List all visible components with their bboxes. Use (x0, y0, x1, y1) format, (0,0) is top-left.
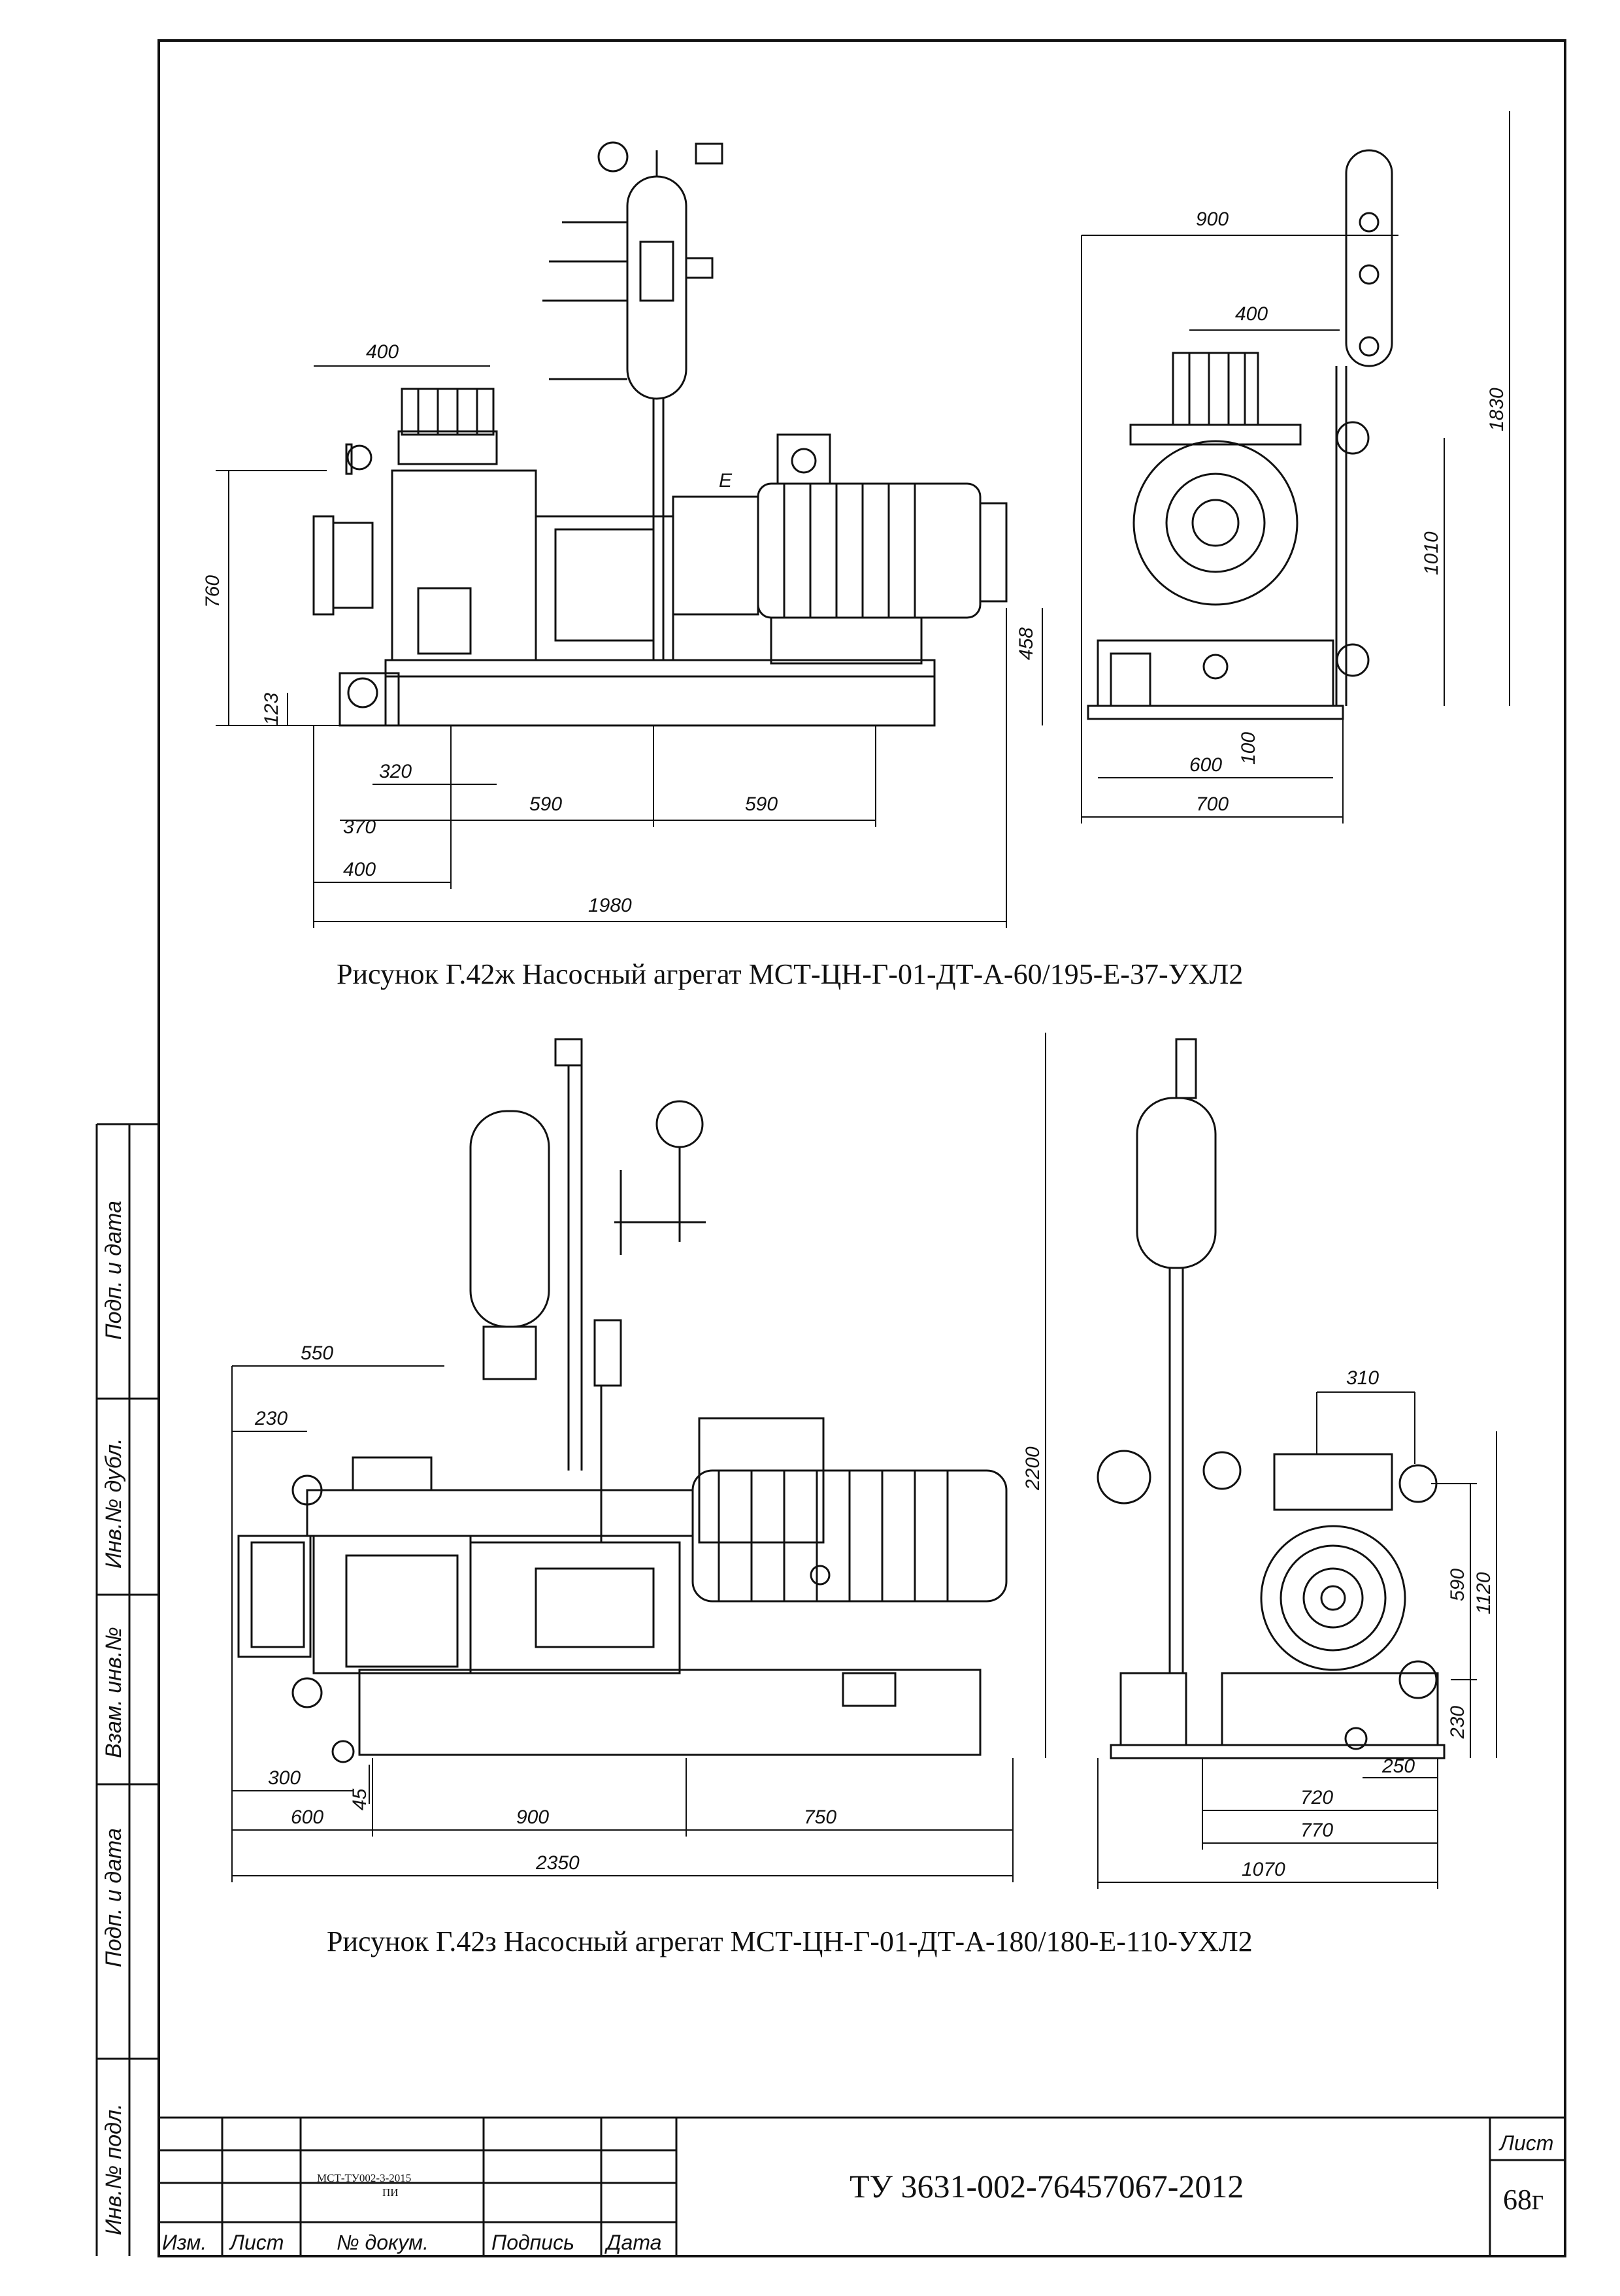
col-signature: Подпись (491, 2231, 574, 2254)
dim-45: 45 (349, 1788, 371, 1810)
dim-550: 550 (301, 1342, 333, 1364)
strip-label-dup-inv: Инв.№ дубл. (101, 1438, 126, 1569)
figure-2-side-view (1097, 1038, 1446, 1759)
strip-label-orig-inv: Инв.№ подл. (101, 2103, 126, 2235)
dim-123: 123 (261, 693, 282, 725)
figure-1-side-dimensions (1081, 111, 1510, 824)
dim-400-top: 400 (366, 341, 399, 363)
sheet-number: 68г (1503, 2184, 1544, 2216)
dim-770: 770 (1300, 1820, 1333, 1841)
col-izm: Изм. (162, 2231, 207, 2254)
col-date: Дата (604, 2231, 661, 2254)
figure-2-front-dimensions (231, 1033, 1046, 1882)
doc-ref-line2: ПИ (382, 2186, 399, 2199)
dim-230: 230 (254, 1408, 288, 1429)
dim-760: 760 (202, 575, 223, 608)
col-doc-no: № докум. (337, 2231, 429, 2254)
dim-1980: 1980 (588, 895, 632, 916)
figure-1-side-dimension-labels: 900 400 1830 1010 600 100 700 (1189, 208, 1508, 815)
dim-310: 310 (1346, 1367, 1379, 1389)
dim-590-side: 590 (1447, 1569, 1468, 1601)
dim-1830: 1830 (1486, 388, 1508, 431)
figure-1-caption: Рисунок Г.42ж Насосный агрегат МСТ-ЦН-Г-… (337, 958, 1243, 990)
dim-900: 900 (1196, 208, 1229, 230)
dim-1120: 1120 (1473, 1572, 1495, 1614)
dim-600-front2: 600 (291, 1806, 323, 1828)
dim-900-front2: 900 (516, 1806, 549, 1828)
dim-300: 300 (268, 1767, 301, 1789)
strip-label-sign-date-1: Подп. и дата (101, 1201, 126, 1340)
figure-1-front-dimensions (216, 365, 1043, 928)
dim-2200: 2200 (1022, 1446, 1044, 1491)
dim-250: 250 (1381, 1755, 1415, 1777)
side-strip: Подп. и дата Инв.№ дубл. Взам. инв.№ Под… (95, 1123, 159, 2256)
dim-320: 320 (379, 761, 412, 782)
dim-2350: 2350 (535, 1852, 580, 1874)
col-list: Лист (229, 2231, 284, 2254)
figure-1-side-view (1087, 149, 1393, 720)
strip-label-replace-inv: Взам. инв.№ (101, 1627, 126, 1758)
dim-1070: 1070 (1242, 1859, 1285, 1880)
dim-400-side: 400 (1235, 303, 1268, 325)
dim-400-bottom: 400 (343, 859, 376, 880)
dim-720: 720 (1300, 1787, 1333, 1808)
dim-600: 600 (1189, 754, 1222, 776)
dim-370: 370 (343, 816, 376, 838)
figure-2-front-view (237, 1038, 1008, 1763)
dim-100: 100 (1238, 732, 1259, 765)
sheet-frame (157, 39, 1566, 2257)
figure-2-side-dimension-labels: 310 590 1120 230 250 720 770 1070 (1242, 1367, 1495, 1880)
dim-750: 750 (804, 1806, 836, 1828)
dim-458: 458 (1016, 627, 1037, 660)
label-E: E (719, 470, 733, 491)
figure-2-side-dimensions (1097, 1391, 1497, 1889)
dim-590-left: 590 (529, 793, 562, 815)
figure-2-front-dimension-labels: 550 230 300 45 600 900 750 2350 2200 (254, 1342, 1044, 1874)
dim-230-side: 230 (1447, 1706, 1468, 1739)
strip-label-sign-date-2: Подп. и дата (101, 1828, 126, 1967)
figure-1-front-dimension-labels: 400 760 123 320 370 400 590 590 1980 458… (202, 341, 1037, 916)
dim-700: 700 (1196, 793, 1229, 815)
figure-2-caption: Рисунок Г.42з Насосный агрегат МСТ-ЦН-Г-… (327, 1925, 1253, 1957)
doc-ref-line1: МСТ-ТУ002-3-2015 (317, 2172, 411, 2184)
title-block (159, 2116, 1565, 2256)
document-code: ТУ 3631-002-76457067-2012 (850, 2168, 1244, 2204)
sheet-label: Лист (1498, 2131, 1553, 2155)
title-block-text: МСТ-ТУ002-3-2015 ПИ Изм. Лист № докум. П… (162, 2131, 1553, 2254)
dim-1010: 1010 (1421, 531, 1442, 575)
figure-1-front-view (312, 141, 1008, 727)
dim-590-right: 590 (745, 793, 778, 815)
